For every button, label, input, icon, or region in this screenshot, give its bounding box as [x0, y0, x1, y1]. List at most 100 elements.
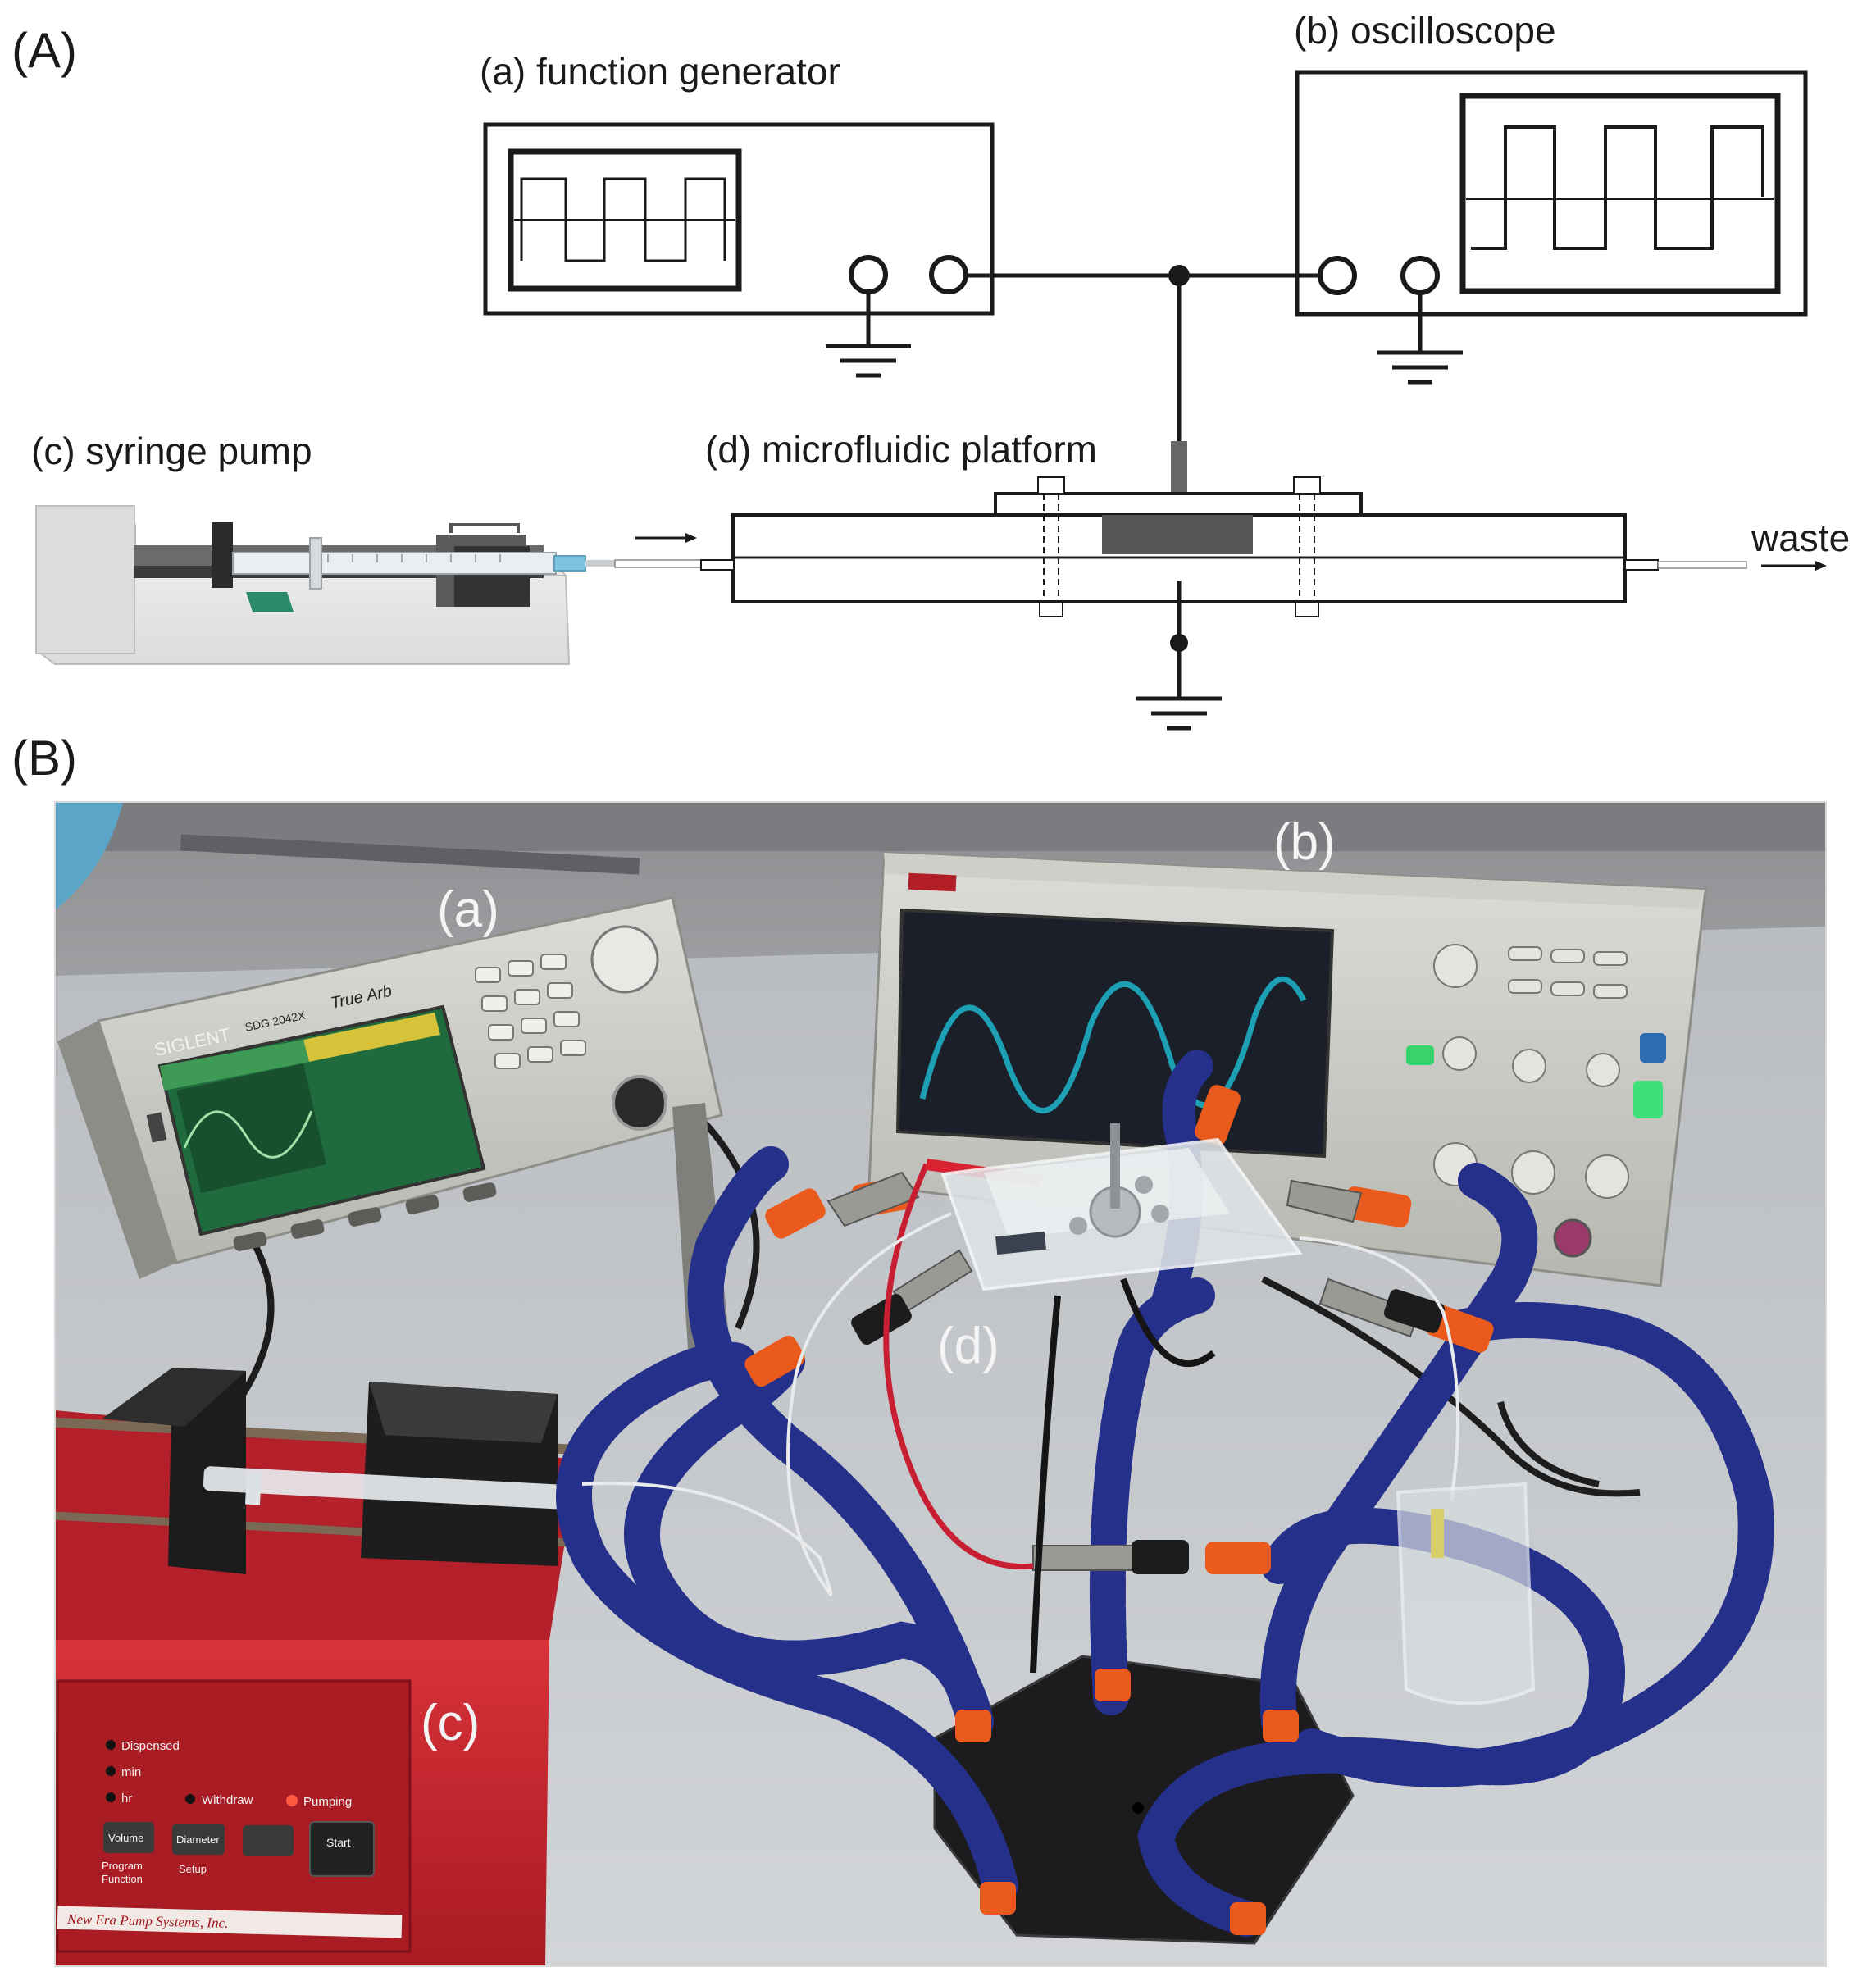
syringe-barrel — [232, 552, 557, 575]
black-lead-1 — [1030, 1295, 1061, 1674]
photo-microfluidic-chip — [581, 1123, 1459, 1596]
fg-side — [57, 1021, 176, 1279]
platform-outlet-port — [1624, 559, 1659, 571]
platform-ground-junction — [1170, 634, 1188, 652]
pump-led-pumping — [286, 1795, 298, 1806]
syringe-tip — [553, 555, 586, 572]
platform-bolt-left — [1037, 476, 1065, 617]
outlet-flow-arrow — [1761, 561, 1827, 571]
osc-ground-terminal — [1400, 256, 1440, 295]
red-lead — [883, 1163, 1034, 1570]
oscilloscope-schematic: (b) oscilloscope — [1294, 9, 1808, 385]
syringe-pump-illustration: (c) syringe pump — [31, 430, 735, 665]
beaker-glass — [1396, 1482, 1536, 1705]
black-lead-2 — [1120, 1277, 1216, 1368]
photo-frame — [54, 801, 1827, 1967]
chip-screw-2 — [1151, 1205, 1169, 1223]
platform-electrode — [1102, 515, 1253, 554]
fg-screen-sine — [183, 1110, 313, 1159]
pump-start-text: Start — [326, 1836, 351, 1849]
pump-withdraw-text: Withdraw — [202, 1793, 253, 1807]
fg-softkeys — [233, 1182, 497, 1251]
flexible-arms — [556, 1050, 1774, 1937]
osc-screen-sine — [919, 976, 1307, 1113]
platform-inlet-port — [700, 559, 735, 571]
photo-syringe-plunger — [244, 1471, 262, 1505]
back-bench-strip — [55, 802, 1826, 851]
photo-label-c: (c) — [421, 1695, 480, 1751]
pump-program-text: Program — [102, 1860, 143, 1872]
waste-beaker — [1396, 1482, 1536, 1705]
fg-bnc-output — [612, 1075, 667, 1131]
panel-b-photo: (B) SIGLEN — [11, 731, 1827, 1967]
beaker-tube-holder — [1431, 1509, 1444, 1558]
osc-green-button — [1406, 1045, 1434, 1065]
outlet-tubing — [1657, 561, 1747, 569]
pump-min-text: min — [121, 1765, 141, 1779]
microfluidic-platform-schematic: (d) microfluidic platform — [700, 428, 1747, 731]
fg-ground-terminal — [849, 255, 888, 294]
clip-grips — [851, 1289, 1446, 1574]
shelf-bar — [180, 834, 640, 875]
photo-function-generator: SIGLENT SDG 2042X True Arb — [57, 896, 730, 1361]
syringe-scale — [327, 554, 501, 562]
pump-function-text: Function — [102, 1873, 143, 1885]
chip-tubing-in — [581, 1212, 952, 1596]
osc-screen — [895, 908, 1335, 1159]
pump-holder-top — [369, 1382, 558, 1443]
pump-start-button — [309, 1821, 375, 1877]
fg-keypad — [475, 954, 586, 1069]
platform-ground-symbol — [1136, 696, 1222, 731]
chip-screw-3 — [1135, 1176, 1153, 1194]
photo-label-d: (d) — [937, 1318, 999, 1374]
fg-knob — [590, 925, 659, 994]
pump-led-withdraw — [185, 1794, 195, 1804]
function-generator-screen — [508, 148, 742, 292]
function-generator-label: (a) function generator — [480, 50, 840, 93]
pump-pusher-top — [102, 1368, 246, 1427]
arm-7 — [556, 1341, 1018, 1904]
alligator-clips — [826, 1171, 1420, 1571]
osc-input-terminal — [1318, 256, 1357, 295]
arm-4 — [1259, 1163, 1538, 1740]
pump-pumping-text: Pumping — [303, 1795, 352, 1809]
syringe-flange — [309, 537, 322, 590]
osc-ground-symbol — [1377, 350, 1463, 385]
pump-brand-strip — [57, 1906, 403, 1938]
waste-label: waste — [1751, 517, 1850, 559]
photo-label-a: (a) — [437, 881, 499, 938]
platform-bolt-right — [1293, 476, 1321, 617]
chip-dark-strip — [995, 1231, 1046, 1255]
pump-pusher-block — [212, 522, 233, 588]
chip-screw-1 — [1069, 1217, 1087, 1235]
blue-cloth — [55, 802, 123, 910]
photo-syringe-pump: Dispensed min hr Withdraw Pumping Volume… — [55, 1368, 590, 1966]
fg-ground-symbol — [826, 344, 911, 378]
inlet-flow-arrow — [635, 533, 697, 543]
pump-side-block — [35, 505, 135, 654]
fg-header-yellow — [303, 1013, 440, 1062]
fg-screen-plot — [176, 1063, 326, 1193]
fg-usb-port — [146, 1112, 167, 1143]
oscilloscope-screen — [1459, 93, 1781, 294]
pump-hr-text: hr — [121, 1792, 132, 1806]
pump-diameter-button — [172, 1824, 225, 1855]
function-generator-box — [483, 122, 995, 316]
osc-probe-port — [1553, 1218, 1592, 1258]
photo-syringe-barrel — [203, 1466, 590, 1511]
osc-brand-badge — [908, 872, 957, 892]
oscilloscope-box — [1295, 70, 1808, 317]
syringe-needle — [585, 560, 615, 567]
pump-volume-text: Volume — [108, 1832, 143, 1844]
syringe-pump-label: (c) syringe pump — [31, 430, 312, 472]
photo-label-b: (b) — [1273, 814, 1336, 871]
oscilloscope-label: (b) oscilloscope — [1294, 9, 1556, 52]
fg-output-terminal — [929, 255, 968, 294]
wire-junction — [1168, 265, 1190, 286]
pump-clamp — [449, 523, 520, 533]
pump-led-min — [106, 1766, 116, 1776]
pump-volume-button — [103, 1822, 154, 1853]
microfluidic-platform-label: (d) microfluidic platform — [705, 428, 1097, 471]
function-generator-schematic: (a) function generator — [480, 50, 995, 378]
